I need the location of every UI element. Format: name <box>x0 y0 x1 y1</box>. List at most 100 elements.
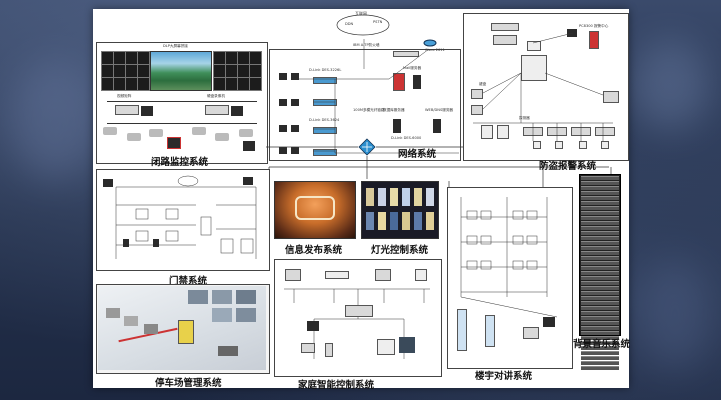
camera-icon <box>127 133 141 141</box>
printer-icon <box>603 91 619 103</box>
sensor-icon <box>579 141 587 149</box>
info-label: 信息发布系统 <box>285 245 343 256</box>
lighting-photo <box>361 181 439 239</box>
fiber-label: 100M多模光纤链路 <box>353 108 385 112</box>
db-server-icon <box>393 119 401 133</box>
pc-icon <box>279 73 287 80</box>
system-diagram-sheet: DLP大屏幕拼接 视频矩阵 硬盘录像机 <box>93 9 630 391</box>
music-rack <box>579 174 621 370</box>
alarm-detector-label: 探测器 <box>519 116 530 120</box>
web-server-icon <box>433 119 441 133</box>
pstn-label: PSTN <box>373 20 383 24</box>
info-display-frame <box>295 196 335 220</box>
video-phone-icon <box>399 337 415 353</box>
bg-blob <box>640 260 710 370</box>
intercom-label: 楼宇对讲系统 <box>475 371 533 382</box>
phone-icon <box>301 343 315 353</box>
sensor-icon <box>601 141 609 149</box>
door-station-icon <box>457 309 467 351</box>
sensor-icon <box>533 141 541 149</box>
parking-photo <box>98 286 266 370</box>
alarm-server <box>589 31 599 49</box>
internet-cloud-icon <box>336 14 390 36</box>
access-reader-icon <box>123 239 129 247</box>
network-lines <box>291 39 459 154</box>
alarm-control-unit <box>493 35 517 45</box>
pc-icon <box>291 147 299 154</box>
switch-icon <box>313 77 337 84</box>
firewall-label: IBM A.TP防火墙 <box>353 43 380 47</box>
mail-server-icon <box>413 75 421 89</box>
switch1-label: D-Link DES-3226L <box>309 68 342 72</box>
monitor <box>243 141 255 151</box>
tv-icon <box>285 269 301 281</box>
cctv-wall-label: DLP大屏幕拼接 <box>163 44 188 48</box>
camera-icon <box>192 127 206 135</box>
pc-icon <box>291 125 299 132</box>
info-display-photo <box>274 181 356 239</box>
switch-icon <box>313 99 337 106</box>
video-wall <box>101 51 262 91</box>
router-icon <box>423 39 437 47</box>
intercom-panel <box>447 187 573 369</box>
air-conditioner-icon <box>325 271 349 279</box>
door-station-icon <box>485 315 495 347</box>
alarm-keypad-label: 键盘 <box>479 82 487 86</box>
parking-label: 停车场管理系统 <box>155 378 222 389</box>
core-switch-hub-icon <box>358 138 376 156</box>
cctv-label: 闭路监控系统 <box>151 157 209 168</box>
pc-icon <box>291 99 299 106</box>
remote-icon <box>325 343 333 357</box>
ddn-label: DDN <box>345 22 354 26</box>
touch-panel-icon <box>377 339 395 355</box>
access-reader-icon <box>153 239 159 247</box>
matrix-unit <box>115 105 139 115</box>
detector-icon <box>497 125 509 139</box>
intercom-wiring <box>460 197 558 318</box>
lamp-icon <box>415 269 427 281</box>
control-monitor <box>231 106 243 116</box>
camera-icon <box>239 129 253 137</box>
alarm-label: 防盗报警系统 <box>539 161 597 172</box>
cctv-dvr-label: 硬盘录像机 <box>207 94 225 98</box>
pstn-box <box>527 41 541 51</box>
db-server-label: 数据库服务器 <box>383 108 405 112</box>
internet-label: 互联网 <box>355 11 367 16</box>
access-wiring <box>115 175 257 259</box>
alarm-pc-label: PC8300 报警中心 <box>579 24 609 28</box>
sensor-icon <box>555 141 563 149</box>
switch-icon <box>313 149 337 156</box>
landscape-display <box>150 51 212 91</box>
switch2-label: D-Link DES-3624 <box>309 118 340 122</box>
control-monitor <box>141 106 153 116</box>
access-label: 门禁系统 <box>169 276 208 287</box>
lighting-label: 灯光控制系统 <box>371 245 429 256</box>
camera-icon <box>215 133 229 141</box>
alarm-lines <box>473 32 613 141</box>
pc-icon <box>291 73 299 80</box>
curtain-icon <box>375 269 391 281</box>
dvr-unit <box>205 105 229 115</box>
camera-icon <box>103 127 117 135</box>
home-pc-icon <box>307 321 319 331</box>
cisco-label: Cisco 2611 <box>425 48 445 52</box>
alarm-host-panel <box>521 55 547 81</box>
home-controller-icon <box>345 305 373 317</box>
firewall-unit <box>393 51 419 57</box>
management-phone-icon <box>523 327 539 339</box>
mail-server-label: Mail服务器 <box>403 66 422 70</box>
access-pc-icon <box>243 177 253 185</box>
pc-icon <box>279 99 287 106</box>
access-pc-icon <box>103 179 113 187</box>
cctv-panel: DLP大屏幕拼接 视频矩阵 硬盘录像机 <box>96 42 268 164</box>
monitor-red <box>167 137 181 149</box>
management-pc-icon <box>543 317 555 327</box>
bg-blob <box>630 40 710 130</box>
pc-icon <box>279 125 287 132</box>
detector-icon <box>481 125 493 139</box>
web-server-label: WEB/DNS服务器 <box>425 108 454 112</box>
server-icon <box>393 73 405 91</box>
camera-icon <box>149 129 163 137</box>
bg-blob <box>10 60 100 180</box>
network-label: 网络系统 <box>398 149 437 160</box>
